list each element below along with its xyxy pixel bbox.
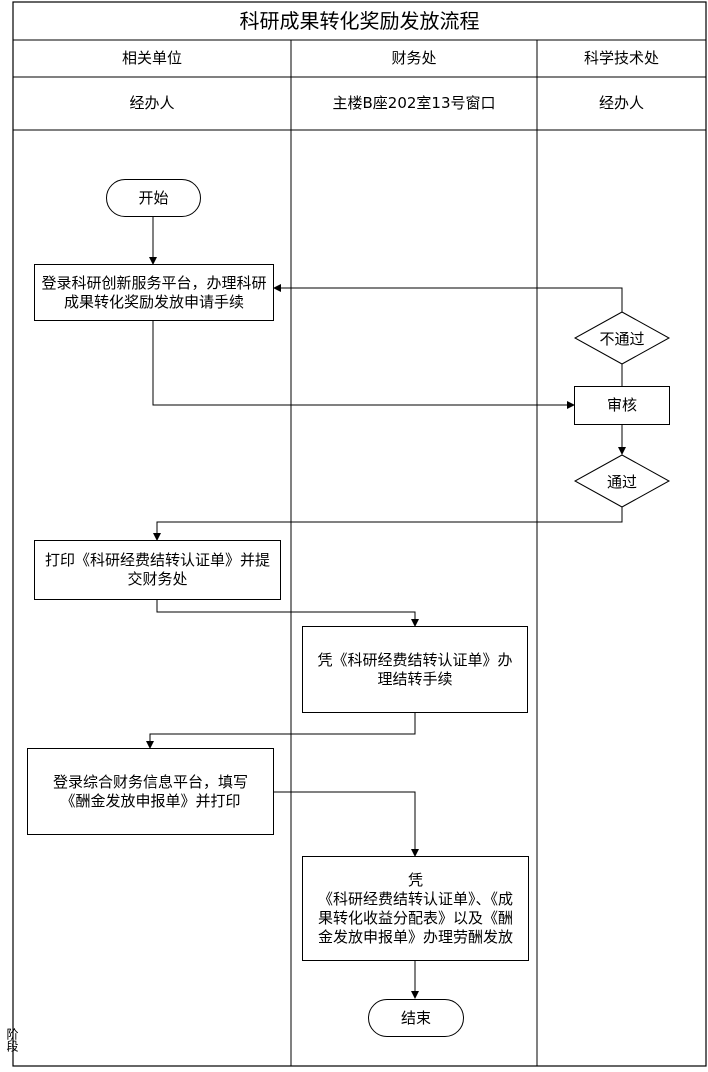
start-node: 开始 — [106, 179, 201, 217]
end-node: 结束 — [368, 999, 464, 1037]
lane-dept-finance: 财务处 — [391, 49, 437, 67]
finance-platform-step: 登录综合财务信息平台，填写《酬金发放申报单》并打印 — [27, 748, 274, 835]
print-certificate-step: 打印《科研经费结转认证单》并提交财务处 — [34, 540, 281, 600]
arrow-finance-to-payout — [273, 791, 419, 857]
lane-handler-science: 经办人 — [598, 94, 644, 112]
stage-label: 阶段 — [5, 1028, 19, 1052]
lane-dept-related: 相关单位 — [121, 49, 182, 67]
review-step: 审核 — [574, 386, 670, 425]
payout-step-line2: 《科研经费结转认证单》、《成果转化收益分配表》以及《酬金发放申报单》办理劳酬发放 — [317, 889, 513, 946]
arrow-login-to-review — [152, 320, 575, 409]
arrow-pass-to-print — [153, 507, 623, 541]
outer-border — [12, 1, 707, 1067]
payout-step: 凭 《科研经费结转认证单》、《成果转化收益分配表》以及《酬金发放申报单》办理劳酬… — [302, 856, 529, 961]
arrow-print-to-transfer — [156, 599, 419, 627]
arrow-notpass-to-login — [273, 284, 623, 312]
lane-handler-related: 经办人 — [129, 94, 175, 112]
payout-step-line1: 凭 — [407, 870, 423, 889]
not-pass-label: 不通过 — [599, 329, 645, 348]
login-platform-step: 登录科研创新服务平台，办理科研成果转化奖励发放申请手续 — [34, 264, 274, 321]
arrow-transfer-to-finance — [146, 712, 416, 749]
chart-title: 科研成果转化奖励发放流程 — [239, 8, 480, 33]
pass-label: 通过 — [606, 472, 637, 491]
lane-dept-science: 科学技术处 — [583, 49, 659, 67]
transfer-step: 凭《科研经费结转认证单》办理结转手续 — [302, 626, 528, 713]
lane-handler-finance: 主楼B座202室13号窗口 — [332, 94, 496, 112]
